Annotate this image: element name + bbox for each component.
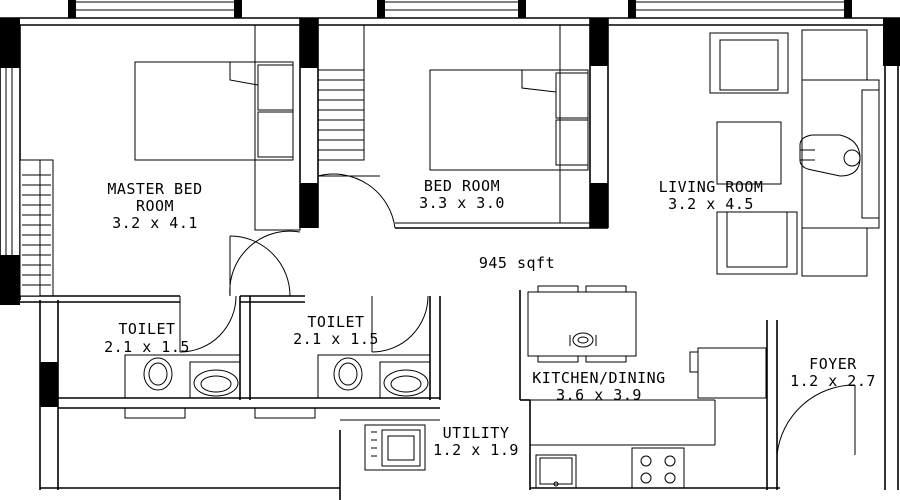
kitchen-sink [535, 454, 577, 489]
room-size-kitchen: 3.6 x 3.9 [556, 386, 642, 404]
window-top-master [68, 0, 242, 19]
interior-walls [20, 18, 778, 490]
window-top-bedroom [377, 0, 526, 19]
living-furniture [709, 29, 880, 277]
room-name-toilet-2: TOILET [307, 313, 364, 331]
total-area: 945 sqft [479, 254, 555, 272]
room-size-bedroom: 3.3 x 3.0 [419, 194, 505, 212]
room-size-living: 3.2 x 4.5 [668, 195, 754, 213]
door-bedroom[interactable] [317, 173, 396, 229]
toilet-2-fixtures [317, 354, 431, 399]
room-name-master-line2: ROOM [136, 197, 174, 215]
columns [0, 18, 900, 407]
room-size-master: 3.2 x 4.1 [112, 214, 198, 232]
bed-master [134, 24, 301, 231]
room-name-bedroom: BED ROOM [424, 177, 500, 195]
room-size-foyer: 1.2 x 2.7 [790, 372, 876, 390]
bed-bedroom [429, 24, 591, 224]
room-size-toilet-1: 2.1 x 1.5 [104, 338, 190, 356]
room-name-kitchen: KITCHEN/DINING [532, 369, 665, 387]
toilet-1-fixtures [124, 354, 241, 399]
wardrobe-master [19, 159, 54, 297]
window-top-living [628, 0, 852, 19]
door-toilet-1[interactable] [179, 295, 237, 353]
door-master[interactable] [229, 230, 301, 297]
room-name-toilet-1: TOILET [118, 320, 175, 338]
window-left-master [5, 68, 13, 255]
room-size-utility: 1.2 x 1.9 [433, 441, 519, 459]
room-name-foyer: FOYER [809, 355, 857, 373]
room-name-master-line1: MASTER BED [107, 180, 202, 198]
washing-machine [364, 424, 426, 471]
door-foyer[interactable] [776, 384, 856, 456]
room-name-living: LIVING ROOM [659, 178, 764, 196]
wardrobe-bedroom [317, 24, 365, 161]
toilet-windows [124, 407, 316, 419]
fridge [689, 347, 767, 399]
door-toilet-2[interactable] [371, 295, 429, 353]
stove [631, 447, 685, 489]
room-size-toilet-2: 2.1 x 1.5 [293, 330, 379, 348]
dining-table [527, 285, 637, 363]
room-name-utility: UTILITY [443, 424, 510, 442]
